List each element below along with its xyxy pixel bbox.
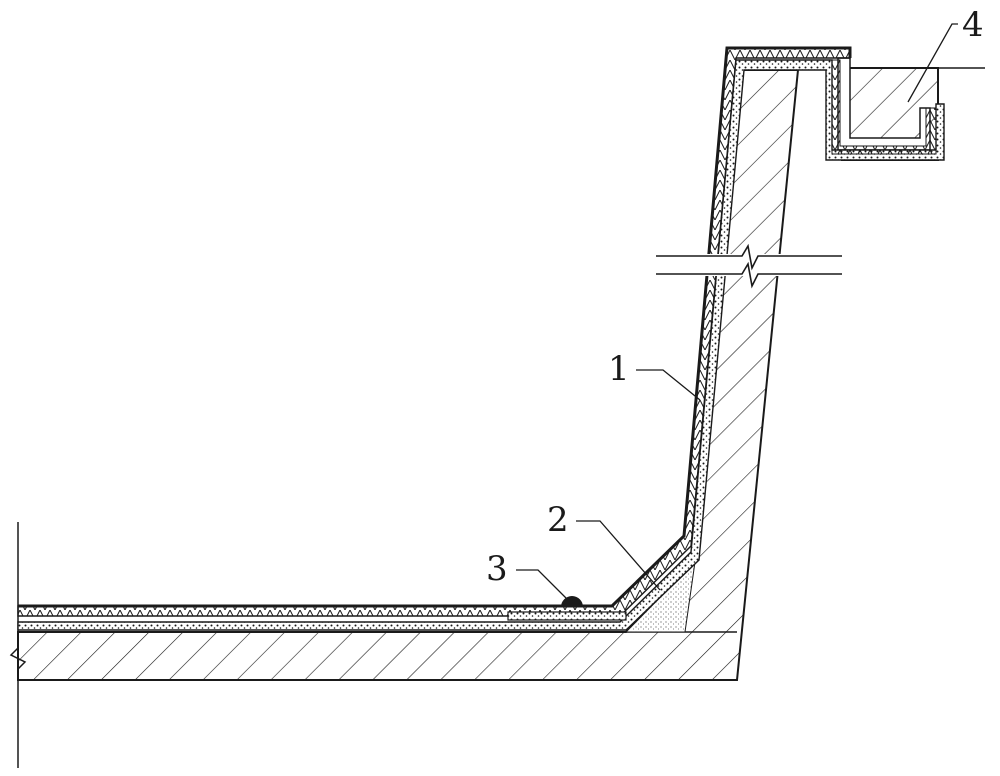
protective-layer-coping [831, 59, 937, 155]
callout-3: 3 [486, 549, 508, 589]
leader-line-2 [576, 520, 661, 591]
callout-1: 1 [608, 349, 630, 389]
callout-2: 2 [547, 500, 569, 540]
leader-line-1 [636, 369, 701, 401]
wall-break-line [656, 243, 842, 289]
leader-line-4 [907, 23, 958, 103]
coping-element [837, 57, 985, 161]
leader-line-3 [516, 569, 569, 601]
leader-lines [516, 23, 958, 601]
sealant-bead [561, 596, 583, 607]
callout-4: 4 [962, 5, 984, 45]
additional-membrane-strip [507, 611, 627, 621]
waterproof-membrane-floor [17, 59, 945, 631]
finished-surface-line [18, 46, 852, 608]
